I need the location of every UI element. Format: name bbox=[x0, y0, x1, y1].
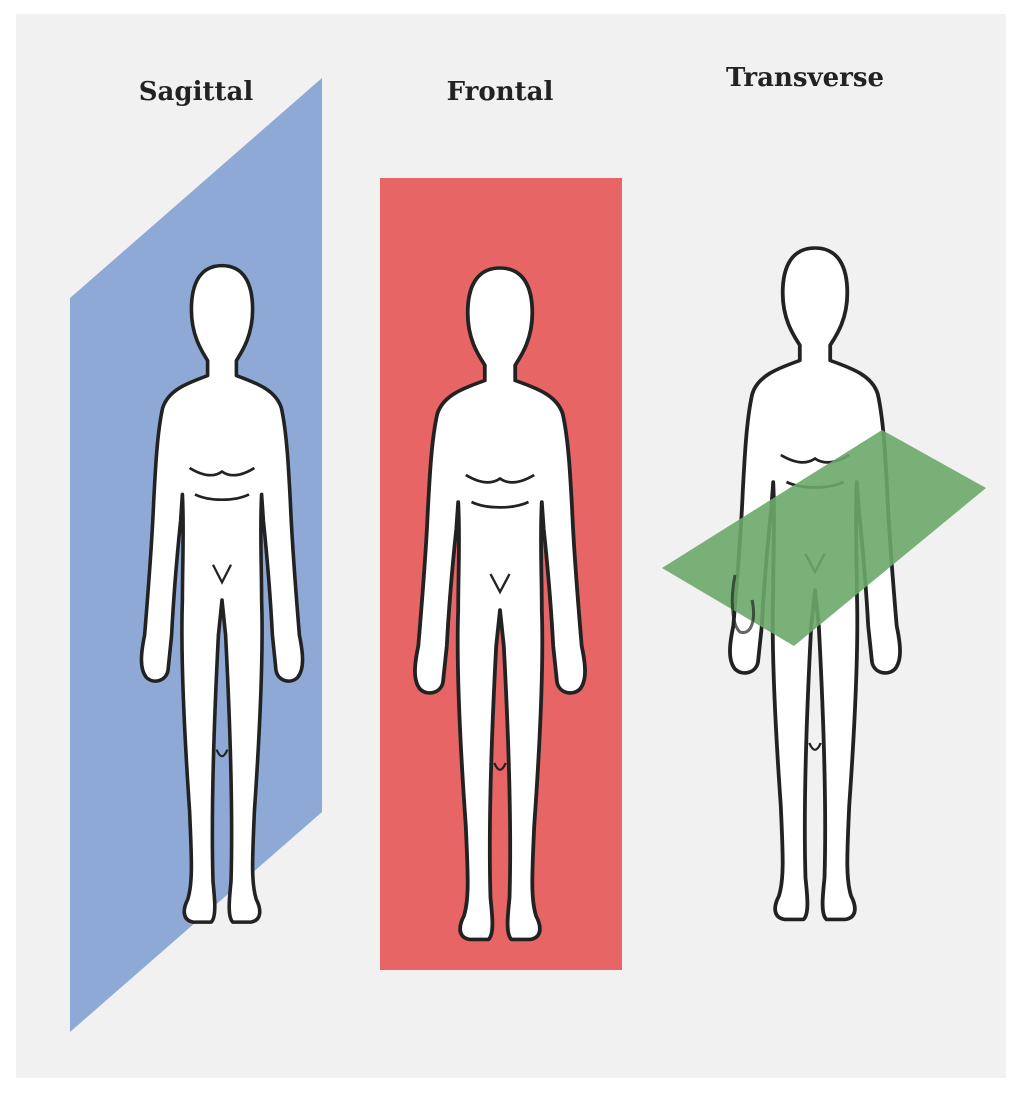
transverse-label: Transverse bbox=[726, 63, 884, 93]
frontal-label: Frontal bbox=[447, 77, 554, 107]
sagittal-label: Sagittal bbox=[139, 77, 254, 107]
frontal-section: Frontal bbox=[380, 77, 622, 970]
